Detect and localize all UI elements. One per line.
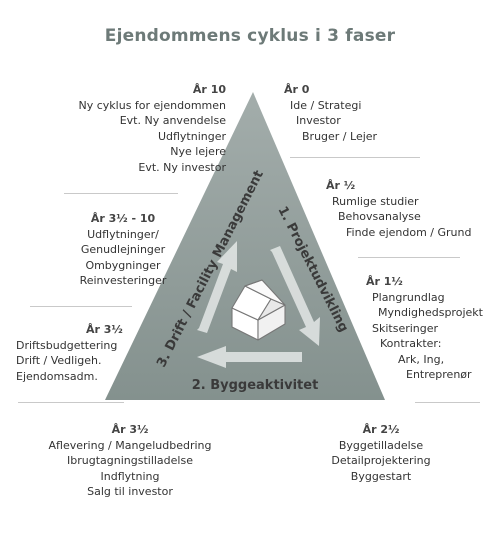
block-line: Finde ejendom / Grund — [346, 225, 472, 239]
block-line: Entreprenør — [406, 368, 472, 381]
block-line: Byggestart — [350, 469, 412, 483]
text-block-aar35-drift: År 3½ Driftsbudgettering Drift / Vedlige… — [16, 322, 146, 384]
text-block-aar10: År 10 Ny cyklus for ejendommen Evt. Ny a… — [40, 82, 227, 175]
block-line: Udflytninger — [157, 129, 226, 143]
block-line: Genudlejninger — [80, 243, 166, 256]
block-header: År 0 — [284, 83, 310, 96]
text-block-aar-half: År ½ Rumlige studier Behovsanalyse Finde… — [326, 178, 486, 240]
text-block-aar35-10: År 3½ - 10 Udflytninger/ Genudlejninger … — [58, 211, 188, 289]
divider — [290, 157, 420, 158]
block-line: Behovsanalyse — [338, 210, 421, 223]
block-header: År 3½ — [111, 423, 149, 436]
divider — [18, 402, 124, 403]
divider — [30, 306, 132, 307]
block-line: Investor — [296, 114, 341, 127]
block-line: Evt. Ny investor — [138, 160, 226, 174]
block-line: Udflytninger/ — [87, 227, 159, 241]
divider — [415, 402, 480, 403]
divider — [64, 193, 178, 194]
block-line: Kontrakter: — [380, 337, 442, 350]
diagram-title: Ejendommens cyklus i 3 faser — [104, 26, 396, 46]
block-header: År 3½ - 10 — [90, 212, 156, 225]
block-header: År 10 — [192, 83, 226, 96]
text-block-aar35-aflevering: År 3½ Aflevering / Mangeludbedring Ibrug… — [30, 422, 230, 500]
arrow-right-down — [270, 246, 320, 346]
block-line: Myndighedsprojekt — [378, 306, 483, 319]
block-line: Detailprojektering — [331, 454, 431, 467]
block-line: Byggetilladelse — [338, 438, 424, 452]
arrow-left-up — [197, 241, 237, 333]
block-line: Salg til investor — [87, 485, 173, 498]
block-line: Ombygninger — [85, 258, 161, 272]
house-icon — [231, 279, 286, 341]
divider — [358, 257, 460, 258]
block-line: Drift / Vedligeh. — [16, 354, 102, 367]
block-line: Ejendomsadm. — [16, 369, 98, 383]
block-line: Evt. Ny anvendelse — [119, 114, 226, 127]
text-block-aar2-half: År 2½ Byggetilladelse Detailprojektering… — [316, 422, 446, 484]
block-header: År 1½ — [366, 275, 403, 288]
block-line: Rumlige studier — [332, 194, 419, 208]
phase-2-label: 2. Byggeaktivitet — [192, 378, 319, 393]
block-line: Ny cyklus for ejendommen — [78, 98, 227, 112]
cycle-arrows — [197, 241, 320, 368]
arrow-bottom-left — [197, 346, 302, 368]
block-line: Reinvesteringer — [79, 274, 167, 287]
block-line: Ark, Ing, — [398, 352, 445, 366]
block-line: Aflevering / Mangeludbedring — [48, 438, 212, 452]
text-block-aar0: År 0 Ide / Strategi Investor Bruger / Le… — [284, 82, 404, 144]
block-line: Plangrundlag — [372, 290, 445, 304]
block-line: Ibrugtagningstilladelse — [67, 454, 193, 467]
block-line: Nye lejere — [170, 145, 226, 158]
block-header: År ½ — [326, 179, 356, 192]
block-line: Ide / Strategi — [290, 98, 362, 112]
block-line: Skitseringer — [372, 321, 439, 335]
block-line: Indflytning — [100, 469, 160, 483]
block-header: År 2½ — [362, 423, 400, 436]
block-header: År 3½ — [86, 323, 123, 336]
block-line: Bruger / Lejer — [302, 129, 378, 143]
text-block-aar1-half: År 1½ Plangrundlag Myndighedsprojekt Ski… — [366, 274, 496, 383]
block-line: Driftsbudgettering — [16, 338, 118, 352]
